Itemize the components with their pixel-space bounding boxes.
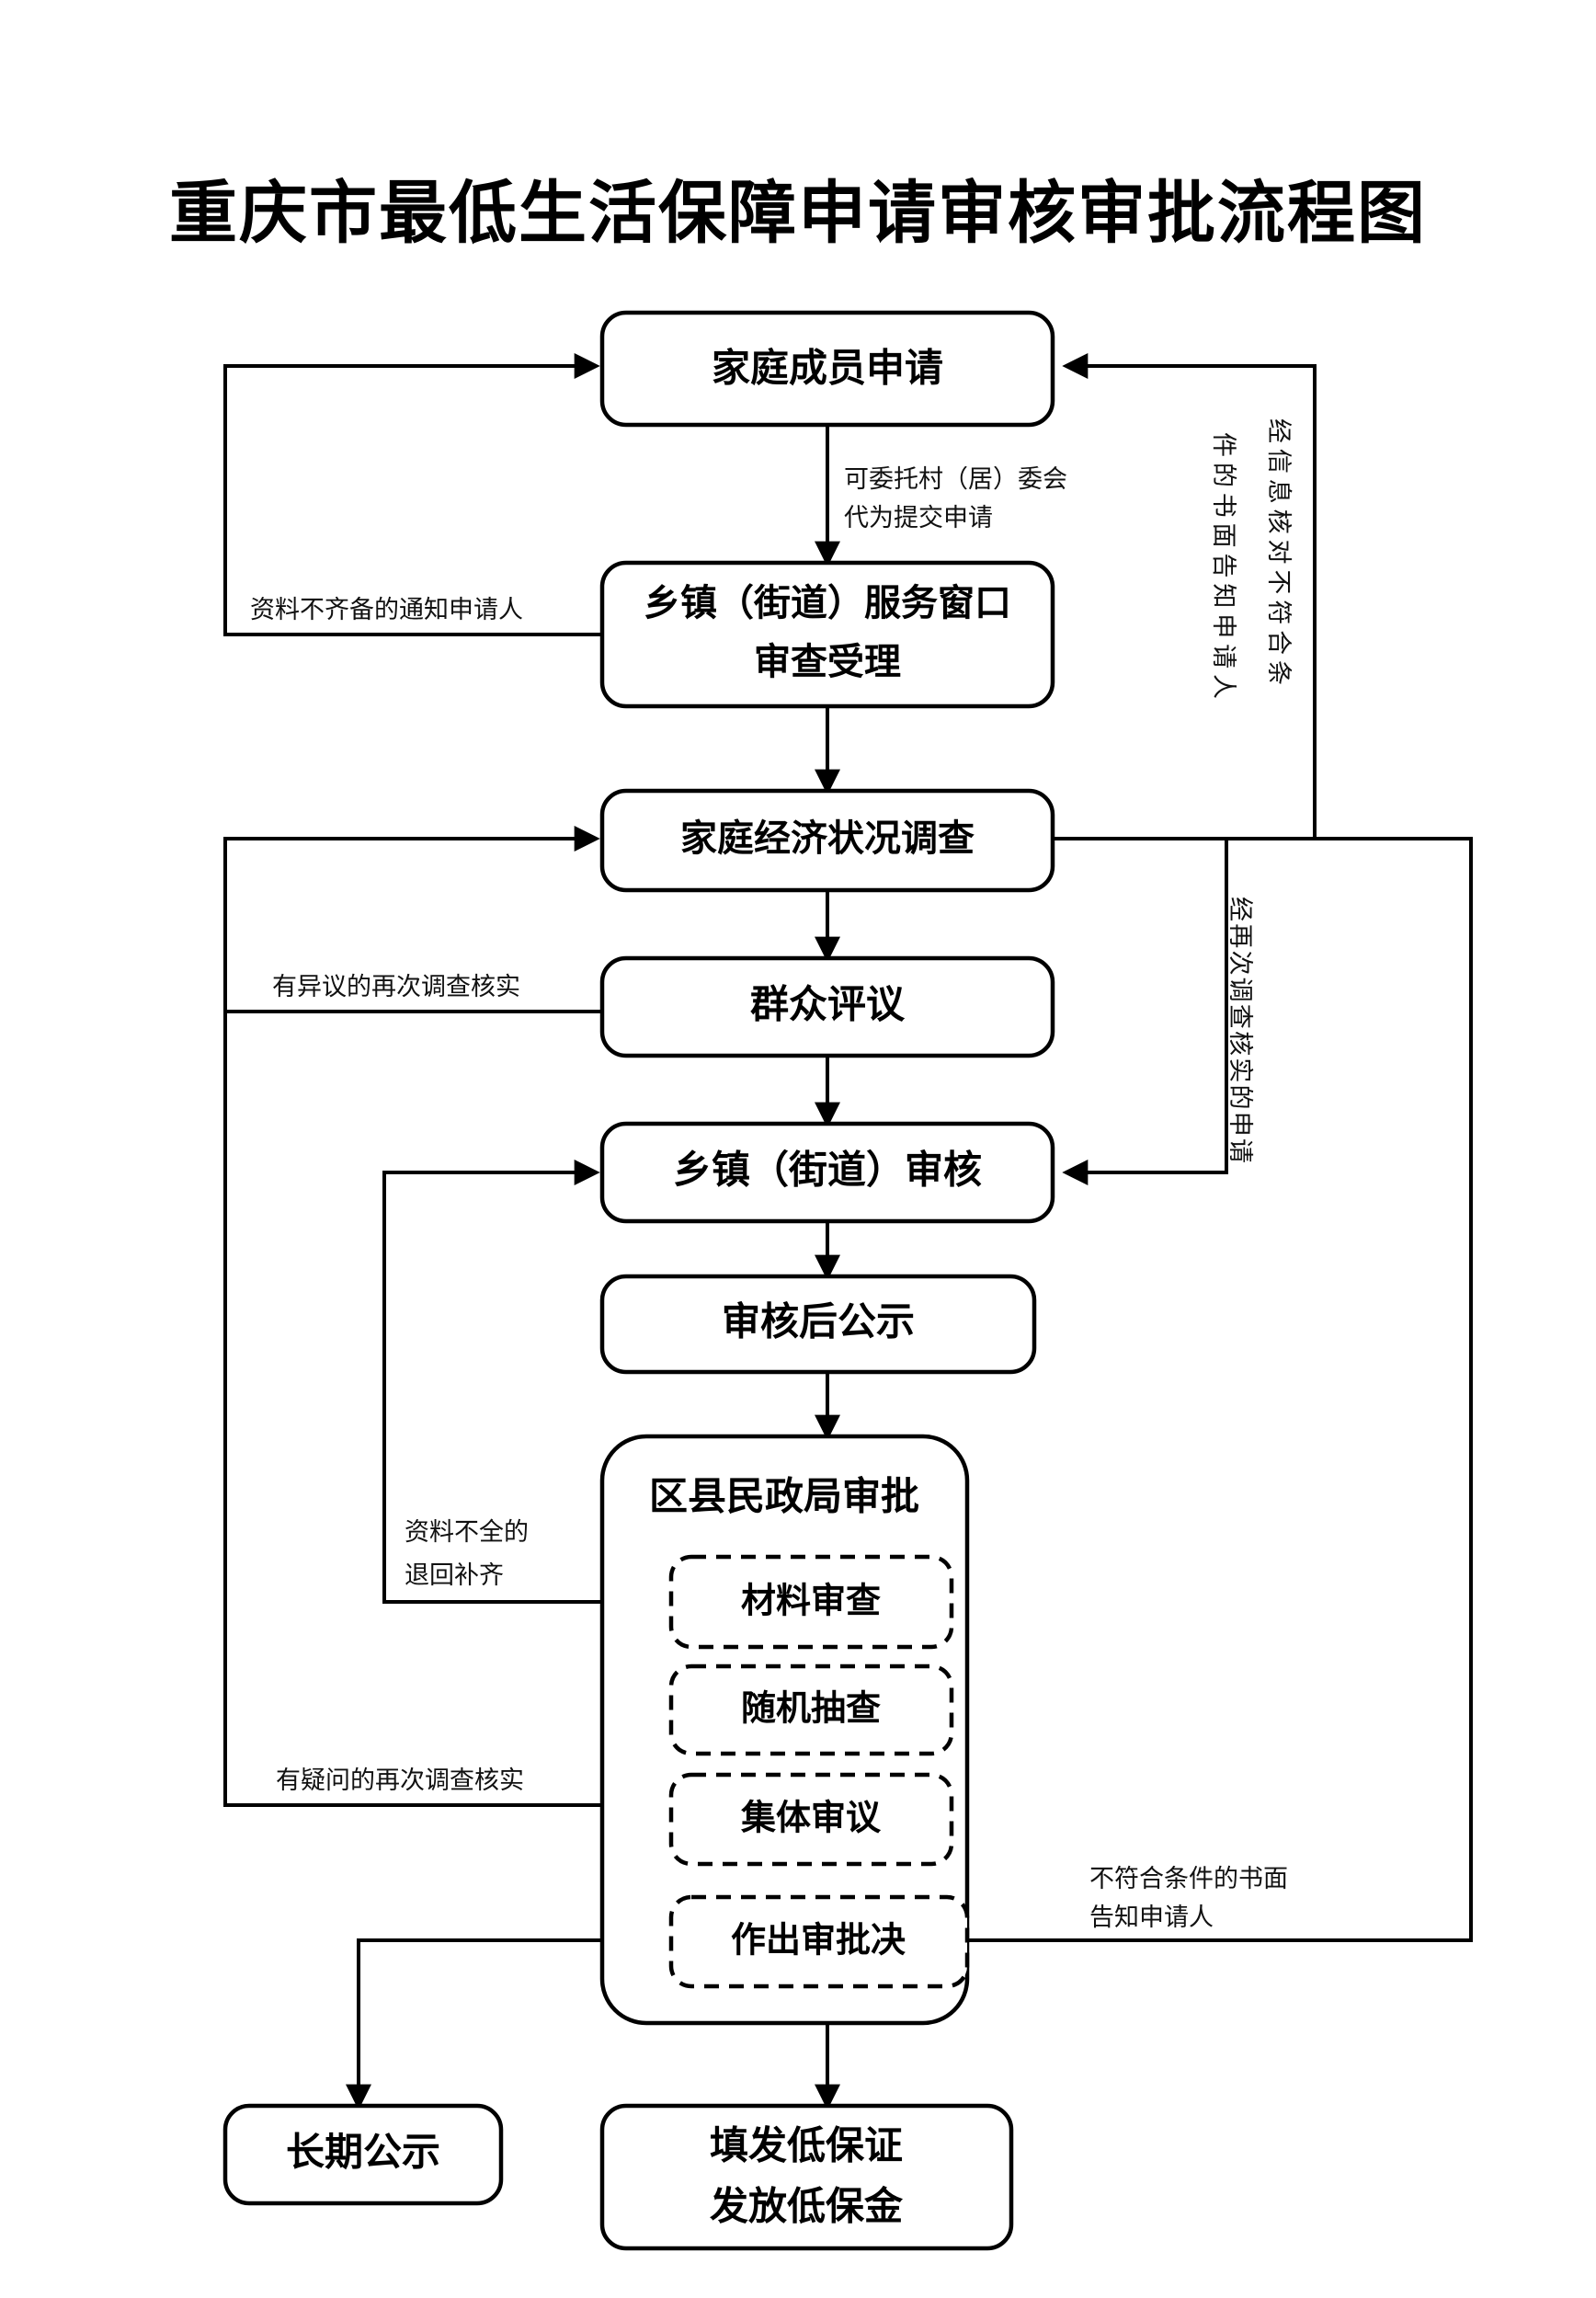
node-issue-payment-label: 发放低保金 [710, 2184, 904, 2229]
node-district-civil-affairs-approval-label: 区县民政局审批 [649, 1474, 919, 1519]
connector-approval-to-long-publicity [346, 1938, 607, 2110]
node-post-audit-publicity-label: 审核后公示 [722, 1299, 915, 1344]
node-family-application[interactable]: 家庭成员申请 [599, 310, 1055, 428]
edge-label-doubt-recheck-text: 有疑问的再次调查核实 [276, 1766, 524, 1795]
node-township-audit-label: 乡镇（街道）审核 [673, 1148, 982, 1193]
node-long-term-publicity-label: 长期公示 [286, 2130, 440, 2175]
connector-info-mismatch [1050, 353, 1317, 840]
edge-label-reject-written-notice: 不符合条件的书面 告知申请人 [1089, 1865, 1288, 1932]
edge-label-info-mismatch-right-column: 经信息核对不符合条 [1264, 418, 1293, 685]
node-approval-step-collective-deliberation[interactable]: 集体审议 [668, 1772, 954, 1867]
node-approval-step-collective-deliberation-label: 集体审议 [740, 1797, 882, 1838]
node-township-service-window[interactable]: 乡镇（街道）服务窗口 审查受理 [599, 560, 1055, 709]
node-township-service-window-label-line2: 审查受理 [754, 641, 901, 683]
edge-label-objection-recheck-text: 有异议的再次调查核实 [272, 973, 520, 1001]
edge-label-info-mismatch-left-column: 件的书面告知申请人 [1209, 432, 1237, 699]
edge-label-reject-written-line2: 告知申请人 [1089, 1904, 1214, 1932]
edge-label-objection-recheck: 有异议的再次调查核实 [272, 973, 520, 1001]
node-approval-step-random-inspection-label: 随机抽查 [741, 1687, 881, 1729]
connector-reject-notice [967, 837, 1473, 1942]
edge-label-incomplete-return-line1: 资料不全的 [405, 1518, 529, 1547]
connector-doubt-loop [223, 839, 660, 1807]
edge-label-incomplete-notice: 资料不齐备的通知申请人 [250, 596, 523, 624]
node-approval-step-material-review[interactable]: 材料审查 [668, 1554, 954, 1650]
node-post-audit-publicity[interactable]: 审核后公示 [599, 1274, 1037, 1375]
edge-label-incomplete-notice-text: 资料不齐备的通知申请人 [250, 596, 523, 624]
node-long-term-publicity[interactable]: 长期公示 [222, 2103, 504, 2206]
edge-label-delegate: 可委托村（居）委会 代为提交申请 [844, 465, 1067, 532]
node-township-audit[interactable]: 乡镇（街道）审核 [599, 1121, 1055, 1224]
edge-label-info-mismatch-col-right: 经信息核对不符合条 [1264, 418, 1293, 685]
node-approval-step-material-review-label: 材料审查 [741, 1580, 881, 1621]
node-approval-step-decision[interactable]: 作出审批决 [668, 1894, 970, 1989]
node-issue-certificate-and-payment[interactable]: 填发低保证 发放低保金 [599, 2103, 1014, 2251]
node-township-service-window-label-line1: 乡镇（街道）服务窗口 [644, 582, 1011, 624]
node-issue-certificate-label: 填发低保证 [710, 2123, 903, 2168]
page-title: 重庆市最低生活保障申请审核审批流程图 [169, 174, 1427, 253]
connector-recheck-application [1062, 839, 1228, 1185]
node-family-application-label: 家庭成员申请 [712, 346, 943, 391]
edge-label-delegate-line2: 代为提交申请 [844, 504, 993, 532]
edge-label-recheck-application-text: 经再次调查核实的申请 [1226, 897, 1254, 1163]
node-household-economic-survey-label: 家庭经济状况调查 [680, 817, 975, 860]
edge-label-reject-written-line1: 不符合条件的书面 [1089, 1865, 1288, 1893]
edge-label-incomplete-return-line2: 退回补齐 [405, 1561, 504, 1590]
node-approval-step-decision-label: 作出审批决 [731, 1919, 906, 1961]
node-household-economic-survey[interactable]: 家庭经济状况调查 [599, 788, 1055, 893]
node-approval-step-random-inspection[interactable]: 随机抽查 [668, 1663, 954, 1756]
edge-label-recheck-application: 经再次调查核实的申请 [1226, 897, 1254, 1163]
edge-label-info-mismatch-col-left: 件的书面告知申请人 [1209, 432, 1237, 699]
node-public-review-label: 群众评议 [750, 982, 906, 1027]
edge-label-doubt-recheck: 有疑问的再次调查核实 [276, 1766, 524, 1795]
edge-label-delegate-line1: 可委托村（居）委会 [844, 465, 1067, 494]
connector-incomplete-loop [223, 353, 607, 636]
node-district-civil-affairs-approval[interactable]: 区县民政局审批 材料审查 随机抽查 集体审议 作出审批决 [599, 1434, 970, 2026]
edge-label-incomplete-return: 资料不全的 退回补齐 [405, 1518, 529, 1590]
node-public-review[interactable]: 群众评议 [599, 955, 1055, 1058]
connector-return-supplement-loop [382, 1160, 660, 1604]
